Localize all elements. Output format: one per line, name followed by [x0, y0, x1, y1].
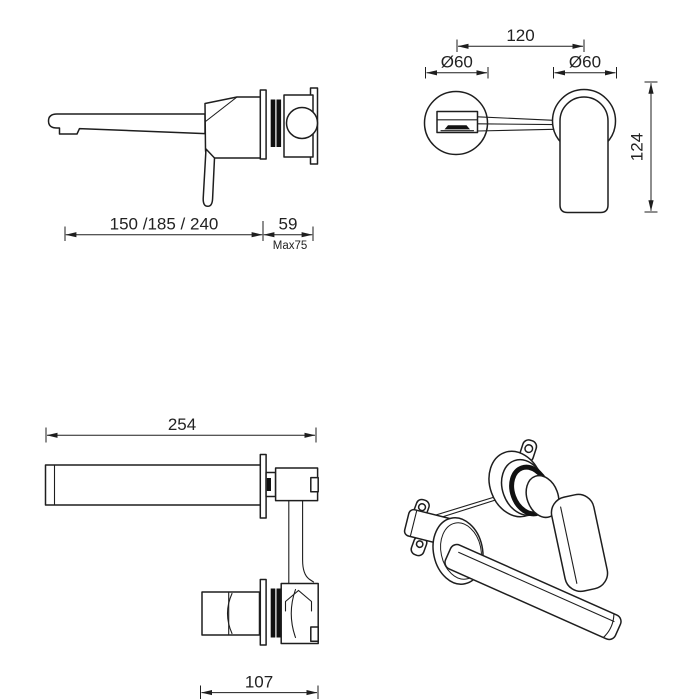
supply-pipe	[288, 500, 315, 585]
dim-label-overall-length: 254	[168, 415, 196, 434]
dim-label-spout-diameter: Ø60	[441, 53, 473, 72]
dim-label-max-note: Max75	[273, 240, 308, 252]
connector-seal	[266, 478, 271, 491]
extension-lines	[456, 39, 585, 52]
extension-lines	[644, 81, 658, 213]
side-view: 150 /185 / 240 59 Max75	[47, 87, 319, 252]
isometric-view	[403, 439, 622, 641]
handle-curve	[226, 592, 233, 635]
wall-plate-plan	[259, 578, 267, 646]
lever-handle-iso	[550, 493, 609, 593]
bracket-notch	[310, 476, 319, 493]
oring-band	[276, 588, 282, 638]
lever-handle-front	[559, 96, 609, 214]
spout-profile-lines	[476, 116, 555, 132]
aerator-slot	[444, 125, 470, 130]
cartridge-cap-iso	[525, 474, 560, 519]
dim-label-valve-length: 107	[245, 673, 273, 692]
wall-plate-plan	[259, 453, 267, 519]
dim-label-handle-diameter: Ø60	[569, 53, 601, 72]
body-accent-line	[204, 96, 238, 123]
spout-side	[47, 113, 206, 135]
plan-view: 254 107	[44, 415, 319, 699]
spout-iso	[444, 543, 622, 641]
dim-label-height: 124	[628, 133, 647, 161]
extension-lines	[553, 67, 617, 79]
bracket-notch	[310, 626, 319, 642]
valve-cartridge-circle	[285, 106, 319, 140]
front-view: 120 Ø60 Ø60 124	[423, 26, 658, 214]
extension-lines	[64, 221, 314, 241]
mixer-body-side	[204, 96, 262, 159]
oring-band	[276, 99, 282, 147]
oring-band	[270, 588, 276, 638]
extension-lines	[425, 67, 489, 79]
wall-plate-side	[259, 89, 267, 160]
dim-label-centres: 120	[506, 26, 534, 45]
handle-plan	[201, 591, 261, 636]
lever-handle-side	[202, 148, 216, 208]
spout-escutcheon-inner-iso	[440, 522, 482, 580]
pipe-boss	[284, 589, 313, 612]
spout-plan	[44, 464, 265, 506]
dim-label-spout-length: 150 /185 / 240	[110, 215, 219, 234]
extension-lines	[200, 685, 319, 699]
dim-label-wall-depth: 59	[279, 215, 298, 234]
mounting-lug-left-bottom	[410, 535, 428, 557]
oring-band	[270, 99, 276, 147]
extension-lines	[45, 427, 317, 443]
